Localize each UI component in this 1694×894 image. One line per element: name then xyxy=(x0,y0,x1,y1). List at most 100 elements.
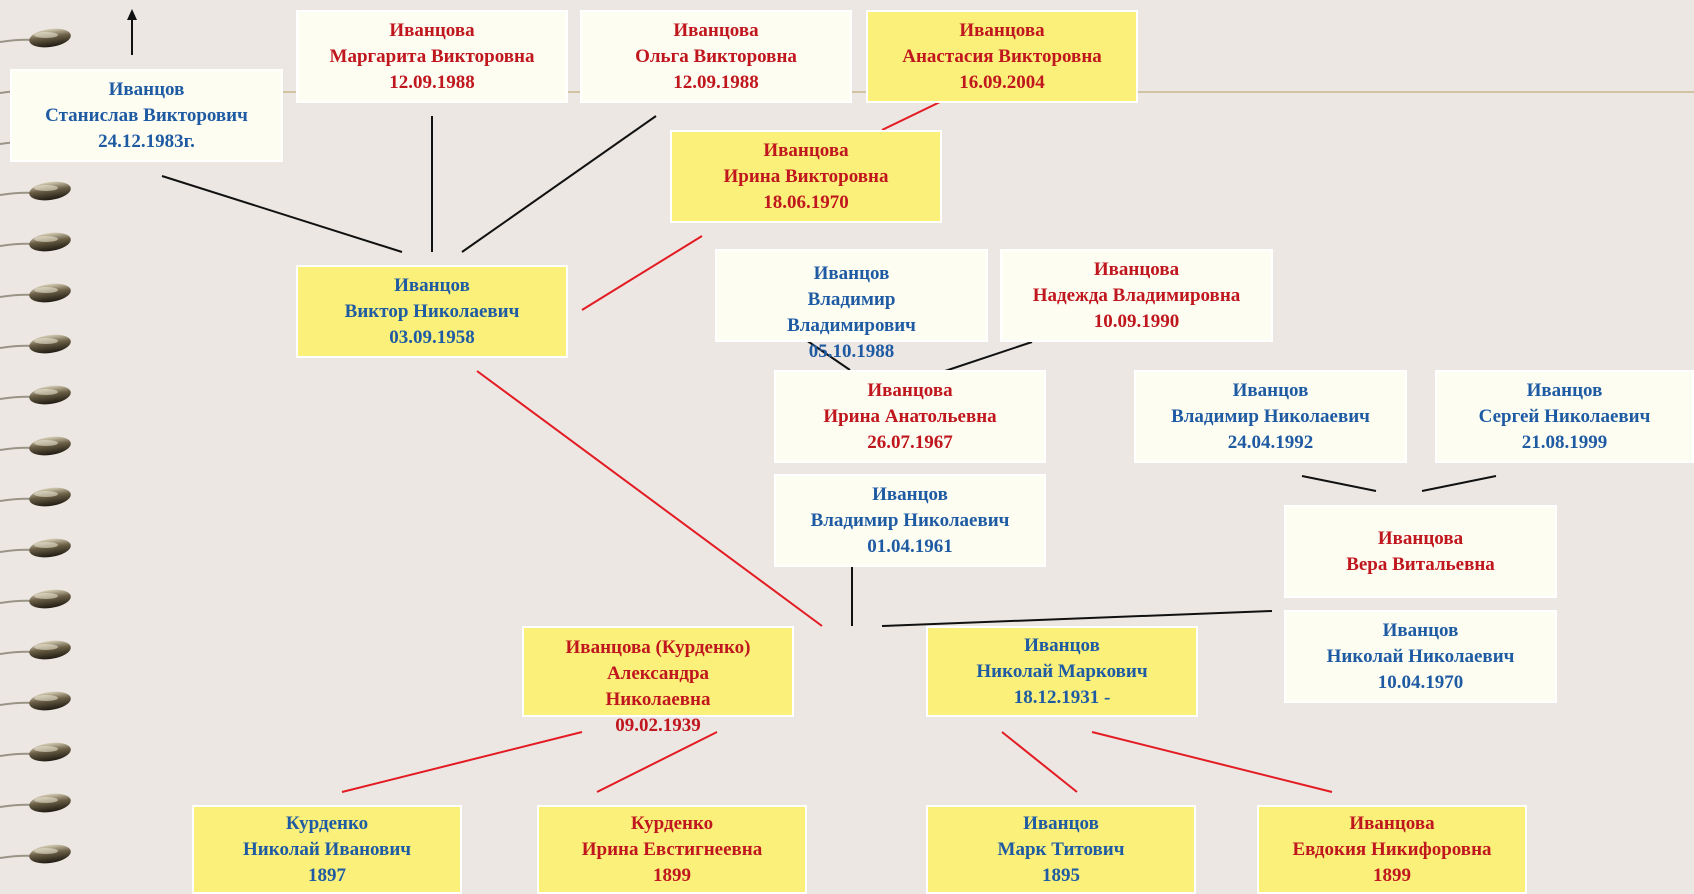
binding-ring-icon xyxy=(0,844,71,864)
person-surname: Курденко xyxy=(630,812,714,834)
person-surname: Иванцов xyxy=(1232,379,1309,401)
person-surname: Иванцова (Курденко) xyxy=(565,637,751,658)
person-card-margarita: Иванцова Маргарита Викторовна 12.09.1988 xyxy=(296,10,568,103)
person-birth-date: 03.09.1958 xyxy=(389,326,475,348)
person-card-mark: Иванцов Марк Титович 1895 xyxy=(926,805,1196,894)
person-birth-date: 24.04.1992 xyxy=(1227,431,1314,453)
person-card-kurdenko-nikolay: Курденко Николай Иванович 1897 xyxy=(192,805,462,894)
person-surname: Иванцов xyxy=(1382,619,1459,641)
person-birth-date: 01.04.1961 xyxy=(867,535,953,557)
person-surname: Иванцов xyxy=(108,78,185,100)
person-birth-date: 10.09.1990 xyxy=(1093,310,1180,332)
person-card-anastasia: Иванцова Анастасия Викторовна 16.09.2004 xyxy=(866,10,1138,103)
person-birth-date: 05.10.1988 xyxy=(808,341,895,362)
person-given-name: Николай Николаевич xyxy=(1326,645,1515,667)
person-surname: Иванцова xyxy=(867,379,953,401)
person-birth-date: 1899 xyxy=(653,864,691,886)
person-given-name: Надежда Владимировна xyxy=(1032,284,1241,306)
person-surname: Иванцова xyxy=(1093,258,1180,280)
person-birth-date: 18.12.1931 - xyxy=(1013,686,1111,708)
binding-ring-icon xyxy=(0,793,71,813)
binding-ring-icon xyxy=(0,232,71,252)
binding-ring-icon xyxy=(0,538,71,558)
person-given-name: Александра xyxy=(606,663,710,684)
person-card-stanislav: Иванцов Станислав Викторович 24.12.1983г… xyxy=(10,69,283,162)
person-surname: Иванцов xyxy=(394,274,470,296)
person-card-vladimir-1961: Иванцов Владимир Николаевич 01.04.1961 xyxy=(774,474,1046,567)
person-card-vera: Иванцова Вера Витальевна xyxy=(1284,505,1557,598)
person-surname: Иванцов xyxy=(1526,379,1603,401)
person-birth-date: 1897 xyxy=(308,864,346,886)
person-given-name: Сергей Николаевич xyxy=(1478,405,1651,427)
connector-line xyxy=(476,370,823,627)
person-birth-date: 1899 xyxy=(1373,864,1411,886)
person-birth-date: 12.09.1988 xyxy=(389,71,475,93)
person-given-name: Станислав Викторович xyxy=(45,104,248,126)
connector-line xyxy=(941,341,1033,373)
person-surname: Иванцова xyxy=(959,19,1045,41)
arrow-up-icon xyxy=(127,9,137,20)
person-birth-date: 26.07.1967 xyxy=(867,431,953,453)
connector-line xyxy=(161,175,403,253)
person-card-evdokiya: Иванцова Евдокия Никифоровна 1899 xyxy=(1257,805,1527,894)
person-surname: Курденко xyxy=(285,812,369,834)
person-surname: Иванцов xyxy=(872,483,948,505)
person-birth-date: 10.04.1970 xyxy=(1377,671,1464,693)
connector-line xyxy=(581,235,703,311)
person-surname: Иванцова xyxy=(763,139,849,161)
person-patronymic: Николаевна xyxy=(605,689,711,710)
person-given-name: Ирина Евстигнеевна xyxy=(581,838,763,860)
connector-line xyxy=(1421,475,1497,492)
person-card-nikolay-m: Иванцов Николай Маркович 18.12.1931 - xyxy=(926,626,1198,717)
person-card-vladimir-1992: Иванцов Владимир Николаевич 24.04.1992 xyxy=(1134,370,1407,463)
connector-line xyxy=(805,339,851,371)
connector-line xyxy=(1001,731,1078,793)
connector-line xyxy=(596,731,718,793)
person-patronymic: Владимирович xyxy=(787,315,916,336)
person-card-sergey: Иванцов Сергей Николаевич 21.08.1999 xyxy=(1435,370,1694,463)
person-given-name: Владимир xyxy=(807,289,896,310)
binding-ring-icon xyxy=(0,487,71,507)
person-given-name: Николай Иванович xyxy=(243,838,411,860)
person-given-name: Ирина Анатольевна xyxy=(823,405,997,427)
person-card-vladimir-vladimirovich: Иванцов Владимир Владимирович 05.10.1988 xyxy=(715,249,988,362)
person-surname: Иванцова xyxy=(389,19,475,41)
binding-ring-icon xyxy=(0,283,71,303)
binding-ring-icon xyxy=(0,589,71,609)
binding-ring-icon xyxy=(0,385,71,405)
person-card-irina-v: Иванцова Ирина Викторовна 18.06.1970 xyxy=(670,130,942,223)
person-given-name: Маргарита Викторовна xyxy=(329,45,535,67)
person-card-nikolay-n: Иванцов Николай Николаевич 10.04.1970 xyxy=(1284,610,1557,703)
person-surname: Иванцов xyxy=(813,263,890,284)
person-surname: Иванцов xyxy=(1024,634,1100,656)
person-birth-date: 18.06.1970 xyxy=(763,191,849,213)
person-birth-date: 24.12.1983г. xyxy=(98,130,195,152)
person-given-name: Ирина Викторовна xyxy=(723,165,889,187)
binding-ring-icon xyxy=(0,334,71,354)
connector-line xyxy=(341,731,583,793)
person-given-name: Марк Титович xyxy=(997,838,1125,860)
person-birth-date: 12.09.1988 xyxy=(673,71,759,93)
person-given-name: Евдокия Никифоровна xyxy=(1292,838,1492,860)
person-card-aleksandra: Иванцова (Курденко) Александра Николаевн… xyxy=(522,626,794,736)
binding-ring-icon xyxy=(0,640,71,660)
person-given-name: Ольга Викторовна xyxy=(635,45,797,67)
connector-line xyxy=(1301,475,1377,492)
connector-line xyxy=(881,610,1273,627)
person-card-viktor: Иванцов Виктор Николаевич 03.09.1958 xyxy=(296,265,568,358)
person-surname: Иванцов xyxy=(1023,812,1099,834)
binding-ring-icon xyxy=(0,691,71,711)
person-card-kurdenko-irina: Курденко Ирина Евстигнеевна 1899 xyxy=(537,805,807,894)
binding-ring-icon xyxy=(0,181,71,201)
person-card-nadezhda: Иванцова Надежда Владимировна 10.09.1990 xyxy=(1000,249,1273,342)
person-birth-date: 16.09.2004 xyxy=(959,71,1045,93)
person-given-name: Анастасия Викторовна xyxy=(902,45,1102,67)
person-surname: Иванцова xyxy=(1377,527,1464,549)
person-given-name: Николай Маркович xyxy=(976,660,1148,682)
person-card-olga: Иванцова Ольга Викторовна 12.09.1988 xyxy=(580,10,852,103)
connector-line xyxy=(1091,731,1333,793)
person-given-name: Виктор Николаевич xyxy=(344,300,520,322)
connector-line xyxy=(881,101,941,131)
binding-ring-icon xyxy=(0,436,71,456)
person-surname: Иванцова xyxy=(673,19,759,41)
